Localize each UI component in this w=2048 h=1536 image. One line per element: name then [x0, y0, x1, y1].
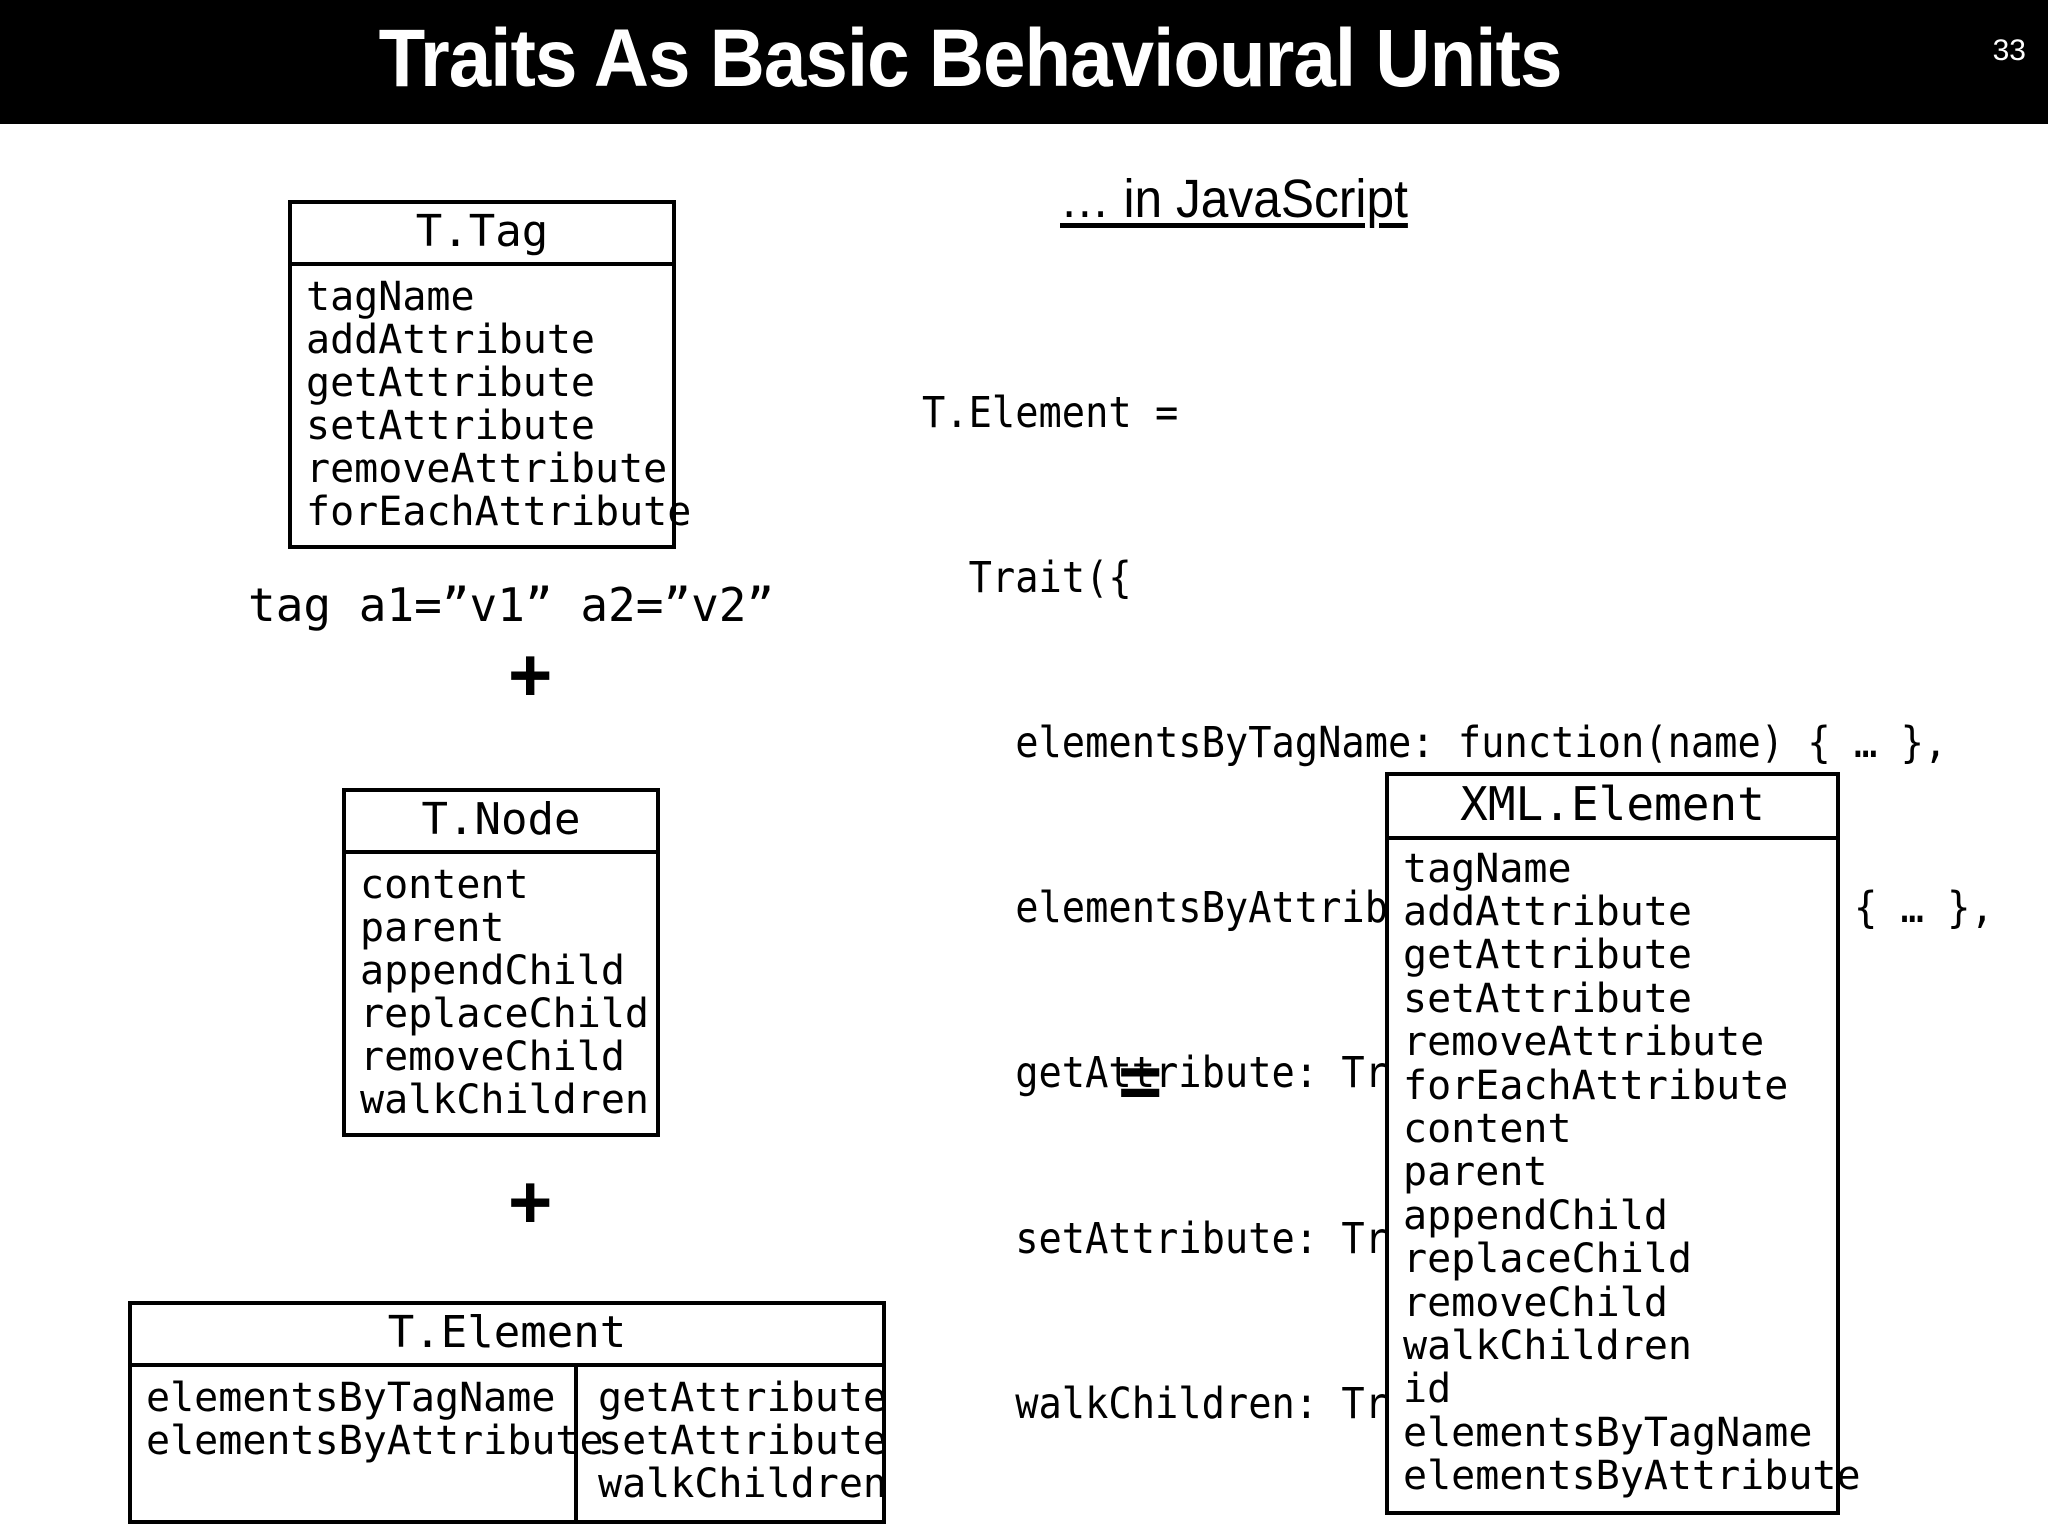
class-box-title: T.Tag	[292, 204, 672, 266]
member-item: removeChild	[1403, 1279, 1668, 1326]
member-item: elementsByTagName	[146, 1374, 556, 1421]
class-box-members: tagName addAttribute getAttribute setAtt…	[1389, 840, 1861, 1511]
member-item: removeAttribute	[306, 446, 668, 493]
class-box-t-element: T.Element elementsByTagName elementsByAt…	[128, 1301, 887, 1525]
member-item: getAttribute	[1403, 932, 1692, 979]
member-item: appendChild	[360, 947, 625, 994]
page-title: Traits As Basic Behavioural Units	[378, 13, 1563, 104]
member-item: addAttribute	[1403, 889, 1692, 936]
code-line: Trait({	[922, 553, 1132, 604]
member-item: replaceChild	[360, 991, 649, 1038]
member-item: replaceChild	[1403, 1236, 1692, 1283]
code-line: elementsByTagName: function(name) { … },	[922, 718, 1948, 769]
member-item: tagName	[1403, 845, 1572, 892]
tag-example-text: tag a1=”v1” a2=”v2”	[248, 578, 775, 632]
member-item: getAttribute	[306, 359, 595, 406]
member-item: elementsByAttribute	[1403, 1453, 1861, 1500]
class-box-members: elementsByTagName elementsByAttribute ge…	[132, 1366, 887, 1521]
member-item: appendChild	[1403, 1192, 1668, 1239]
class-box-title: T.Node	[346, 792, 656, 854]
class-box-t-tag: T.Tag tagName addAttribute getAttribute …	[288, 200, 692, 549]
member-item: addAttribute	[306, 316, 595, 363]
member-item: removeChild	[360, 1034, 625, 1081]
equals-operator: =	[1118, 1040, 1163, 1125]
class-box-title: T.Element	[132, 1305, 882, 1367]
member-item: walkChildren	[598, 1460, 887, 1507]
member-item: elementsByAttribute	[146, 1417, 604, 1464]
class-box-members-right: getAttribute setAttribute walkChildren	[574, 1366, 890, 1521]
plus-operator-1: +	[508, 633, 553, 718]
class-box-xml-element: XML.Element tagName addAttribute getAttr…	[1385, 772, 1861, 1515]
plus-operator-2: +	[508, 1160, 553, 1245]
member-item: walkChildren	[1403, 1322, 1692, 1369]
member-item: content	[360, 861, 529, 908]
member-item: id	[1403, 1366, 1452, 1413]
member-item: removeAttribute	[1403, 1019, 1765, 1066]
member-item: setAttribute	[306, 403, 595, 450]
member-item: tagName	[306, 273, 475, 320]
slide-title-bar: Traits As Basic Behavioural Units 33	[0, 0, 2048, 124]
javascript-section-heading: … in JavaScript	[1060, 169, 1408, 229]
class-box-members-left: elementsByTagName elementsByAttribute	[132, 1367, 604, 1521]
class-box-members: content parent appendChild replaceChild …	[346, 854, 656, 1133]
member-item: parent	[360, 904, 505, 951]
member-item: content	[1403, 1106, 1572, 1153]
member-item: elementsByTagName	[1403, 1409, 1813, 1456]
member-item: forEachAttribute	[1403, 1062, 1789, 1109]
member-item: parent	[1403, 1149, 1548, 1196]
slide-number: 33	[1992, 34, 2026, 67]
class-box-members: tagName addAttribute getAttribute setAtt…	[292, 266, 692, 545]
member-item: setAttribute	[1403, 975, 1692, 1022]
member-item: getAttribute	[598, 1374, 887, 1421]
member-item: forEachAttribute	[306, 489, 692, 536]
code-line: T.Element =	[922, 388, 1179, 439]
class-box-title: XML.Element	[1389, 776, 1836, 840]
member-item: walkChildren	[360, 1077, 649, 1124]
member-item: setAttribute	[598, 1417, 887, 1464]
class-box-t-node: T.Node content parent appendChild replac…	[342, 788, 660, 1137]
